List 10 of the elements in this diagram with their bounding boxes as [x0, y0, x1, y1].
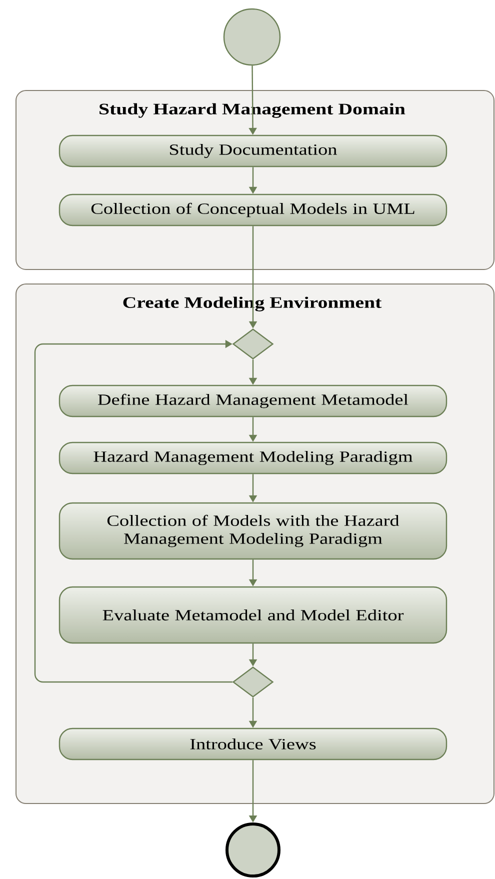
activity-box: Evaluate Metamodel and Model Editor [58, 586, 448, 644]
arrow [34, 340, 232, 683]
activity-box: Collection of Conceptual Models in UML [58, 194, 448, 226]
activity-box: Study Documentation [58, 134, 448, 168]
start-node [223, 8, 281, 66]
end-node [226, 822, 280, 878]
activity-box: Define Hazard Management Metamodel [58, 384, 448, 418]
activity-box: Introduce Views [58, 728, 448, 760]
activity-box: Collection of Models with the Hazard Management Modeling Paradigm [58, 502, 448, 560]
activity-box: Hazard Management Modeling Paradigm [58, 442, 448, 474]
